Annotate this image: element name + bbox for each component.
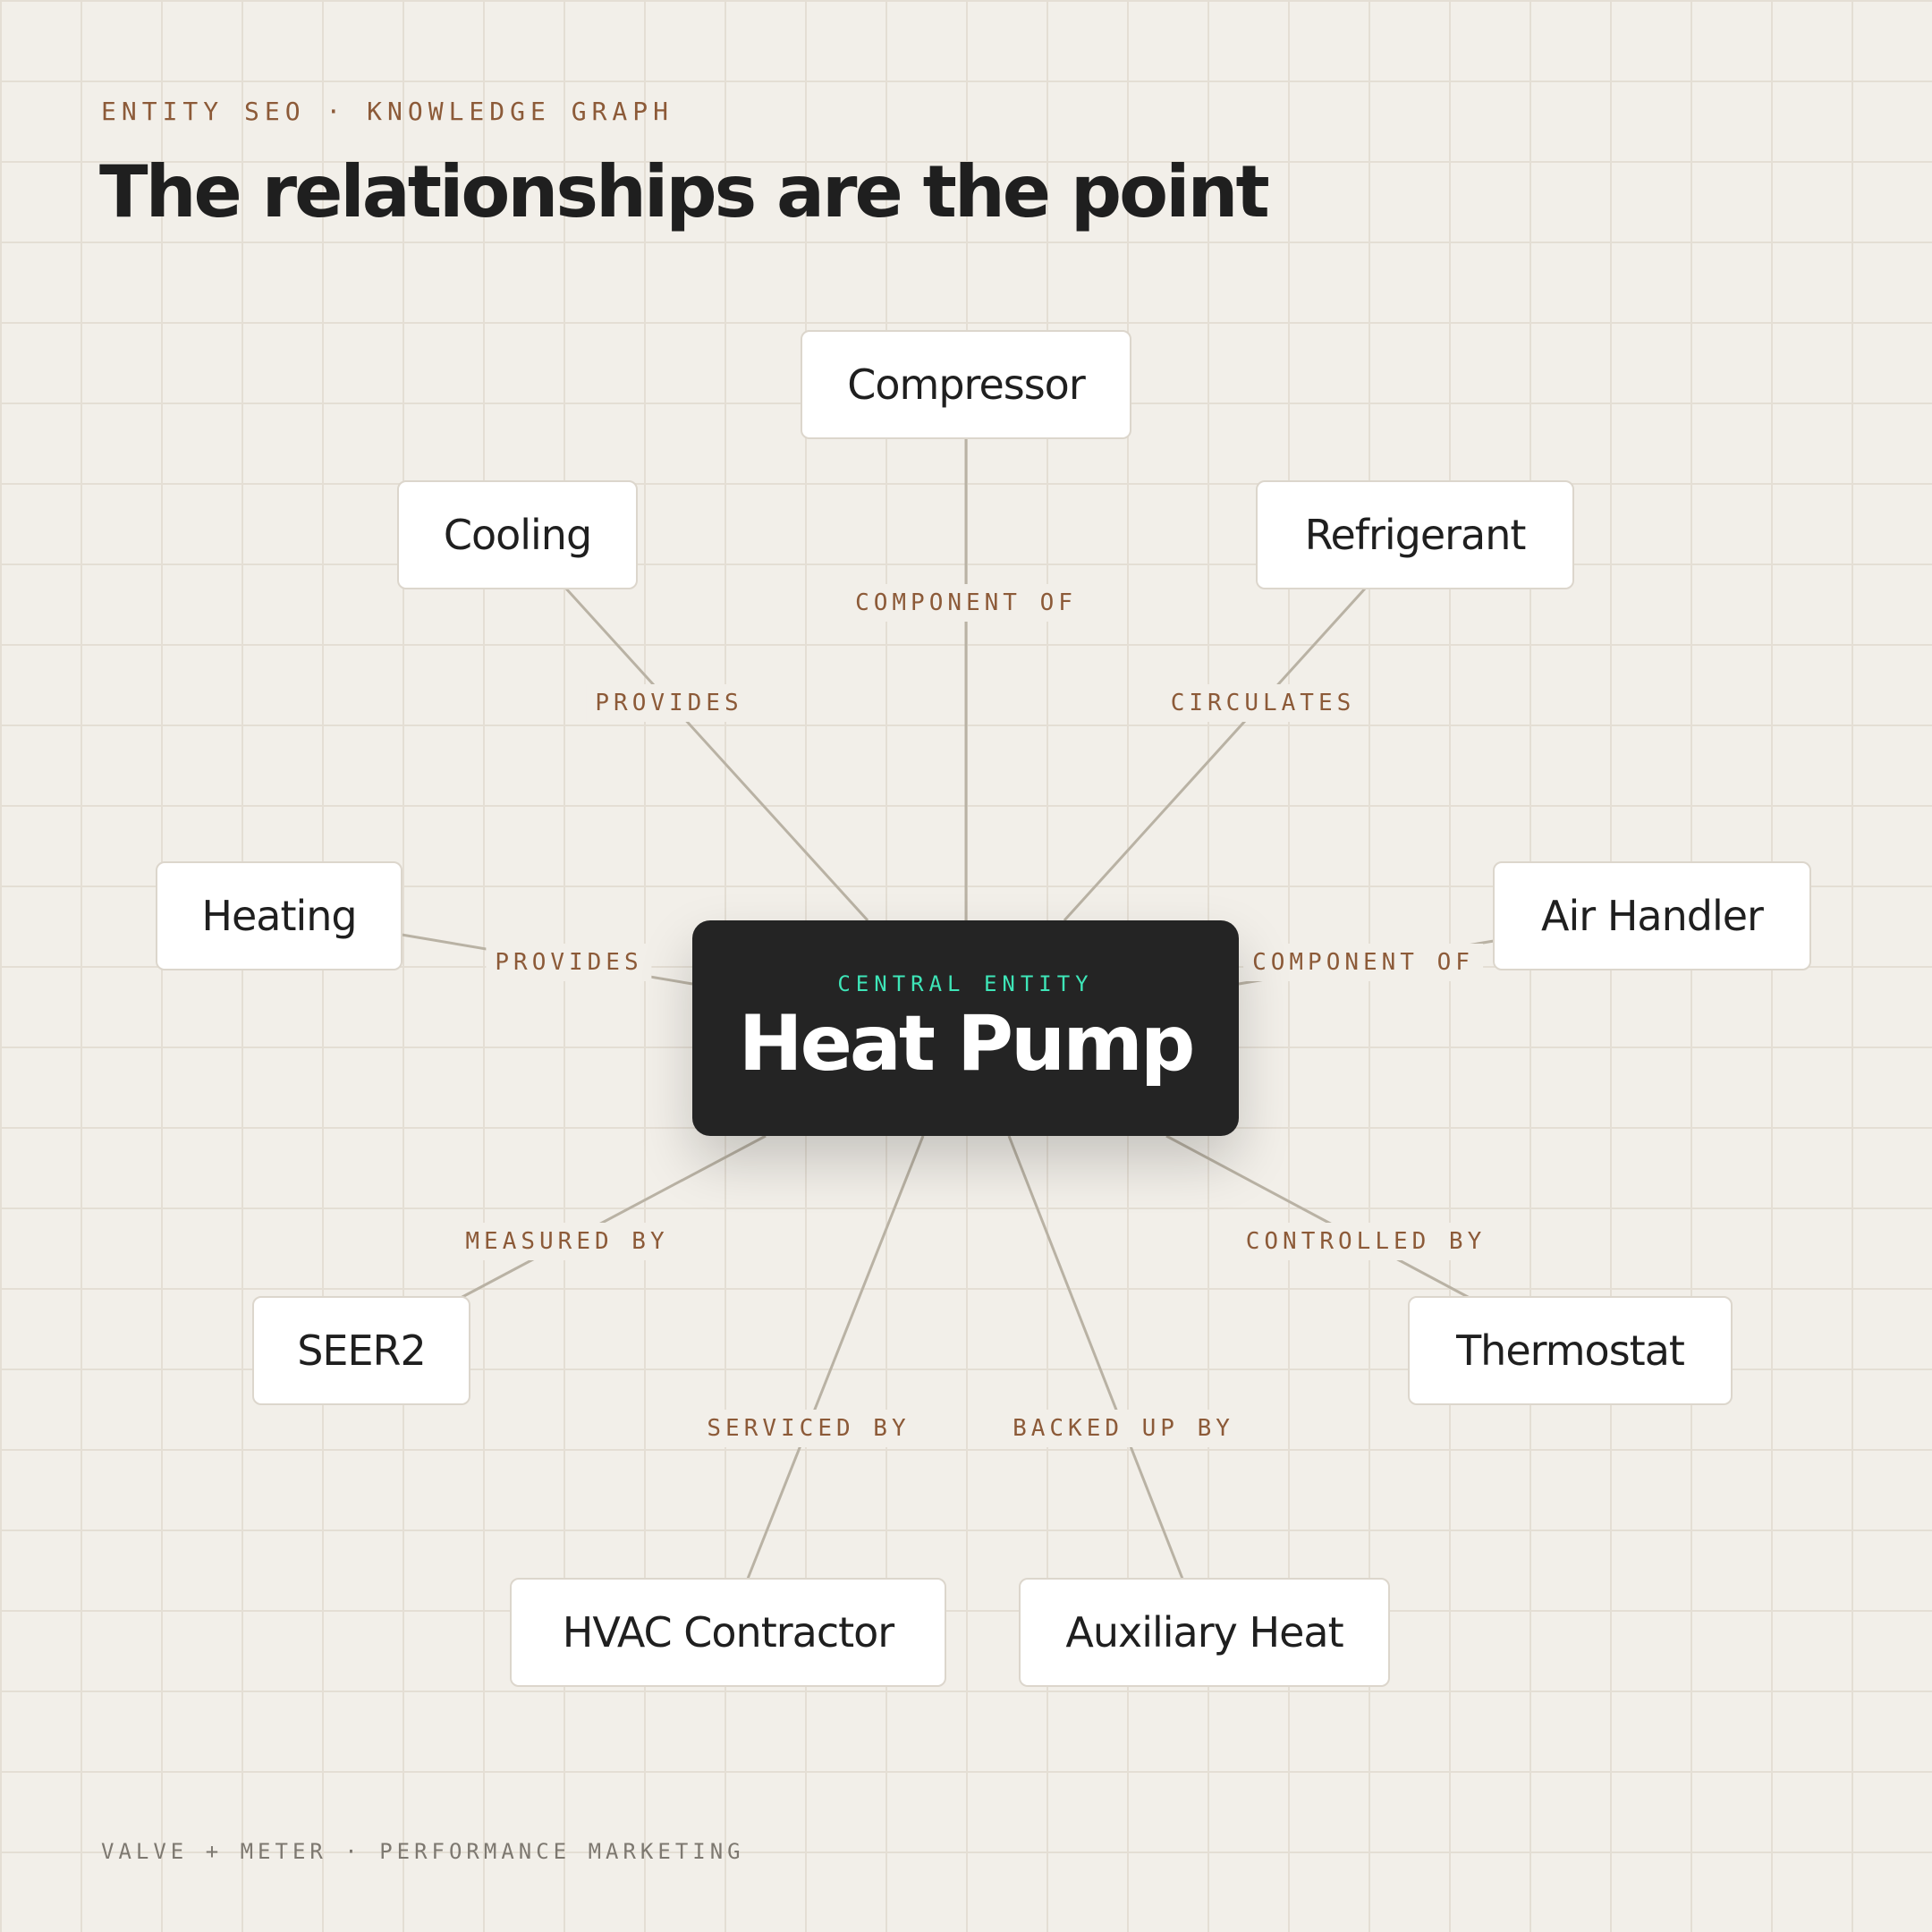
edge-thermostat [1165,1134,1470,1300]
eyebrow-label: ENTITY SEO · KNOWLEDGE GRAPH [101,97,674,126]
relation-label-hvac-contractor: SERVICED BY [698,1410,919,1447]
edge-cooling [564,586,869,922]
relation-label-air-handler: COMPONENT OF [1243,944,1483,981]
edge-hvac-contractor [746,1135,925,1580]
entity-air-handler: Air Handler [1493,861,1811,970]
relation-label-thermostat: CONTROLLED BY [1236,1223,1496,1260]
edge-auxiliary-heat [1007,1135,1184,1580]
edge-seer2 [460,1134,767,1300]
central-entity-title: Heat Pump [738,999,1196,1089]
entity-hvac-contractor: HVAC Contractor [510,1578,946,1687]
relation-label-heating: PROVIDES [486,944,652,981]
relation-label-auxiliary-heat: BACKED UP BY [1004,1410,1243,1447]
entity-thermostat: Thermostat [1408,1296,1733,1405]
relation-label-compressor: COMPONENT OF [846,584,1086,622]
page-title: The relationships are the point [99,150,1270,233]
entity-compressor: Compressor [801,330,1131,439]
entity-seer2: SEER2 [252,1296,470,1405]
central-entity-eyebrow: CENTRAL ENTITY [837,971,1094,997]
edge-refrigerant [1063,586,1368,922]
central-entity-node: CENTRAL ENTITY Heat Pump [692,920,1239,1136]
entity-heating: Heating [156,861,402,970]
relation-label-cooling: PROVIDES [586,684,752,722]
entity-cooling: Cooling [397,480,638,589]
relation-label-seer2: MEASURED BY [456,1223,678,1260]
entity-refrigerant: Refrigerant [1256,480,1574,589]
relation-label-refrigerant: CIRCULATES [1161,684,1365,722]
entity-auxiliary-heat: Auxiliary Heat [1019,1578,1390,1687]
footer-credit: VALVE + METER · PERFORMANCE MARKETING [101,1839,745,1864]
